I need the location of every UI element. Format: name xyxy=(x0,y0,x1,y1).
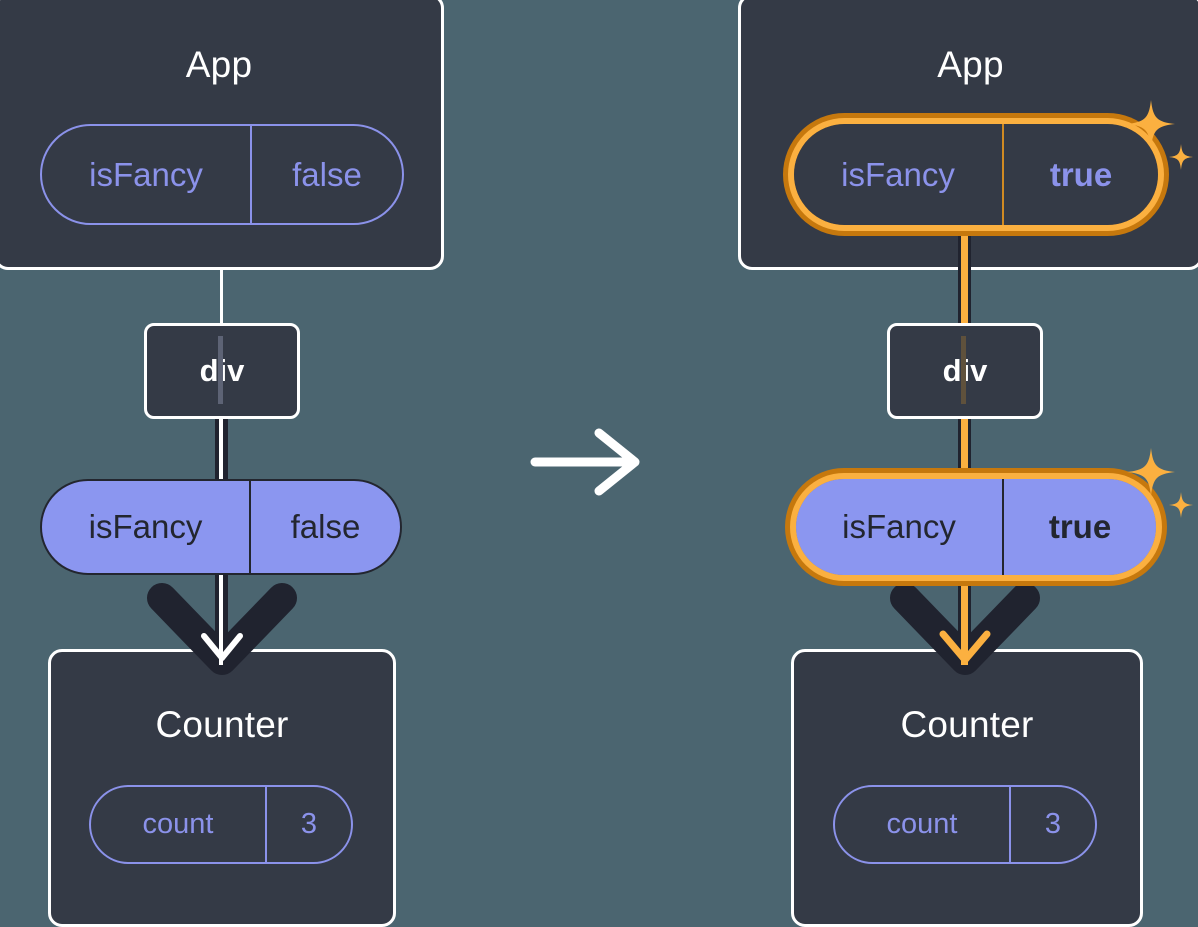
prop-flow-arrow-highlight xyxy=(939,630,991,664)
counter-state-pill: count 3 xyxy=(89,785,353,864)
prop-key: isFancy xyxy=(88,508,203,545)
prop-value: false xyxy=(249,481,400,573)
counter-title: Counter xyxy=(155,704,289,745)
counter-state-value: 3 xyxy=(265,787,351,862)
app-state-pill: isFancy true xyxy=(794,124,1158,225)
counter-state-pill: count 3 xyxy=(833,785,1097,864)
prop-key: isFancy xyxy=(842,508,956,545)
app-state-key: isFancy xyxy=(841,155,955,193)
transition-right-arrow-icon xyxy=(530,428,640,496)
counter-state-key: count xyxy=(886,808,958,840)
prop-flow-arrow-highlight xyxy=(201,633,243,661)
sparkle-icon xyxy=(1127,100,1193,170)
prop-value: true xyxy=(1002,479,1156,575)
connector-app-to-div xyxy=(220,268,223,326)
prop-pill: isFancy false xyxy=(40,479,402,575)
after-state-panel: App isFancy true div isFancy true xyxy=(599,0,1198,927)
app-title: App xyxy=(185,44,253,85)
connector-through-div xyxy=(218,336,223,404)
counter-state-key: count xyxy=(142,808,214,840)
app-state-key: isFancy xyxy=(89,155,203,193)
app-state-value: true xyxy=(1002,124,1158,225)
app-state-value: false xyxy=(250,126,402,223)
prop-pill: isFancy true xyxy=(796,479,1156,575)
counter-state-value: 3 xyxy=(1009,787,1095,862)
app-title: App xyxy=(937,44,1004,85)
before-state-panel: App isFancy false div isFancy false xyxy=(0,0,599,927)
connector-prop-to-counter-core xyxy=(961,545,968,665)
sparkle-icon xyxy=(1127,448,1193,518)
counter-title: Counter xyxy=(900,704,1034,745)
app-state-pill: isFancy false xyxy=(40,124,404,225)
connector-through-div xyxy=(961,336,966,404)
